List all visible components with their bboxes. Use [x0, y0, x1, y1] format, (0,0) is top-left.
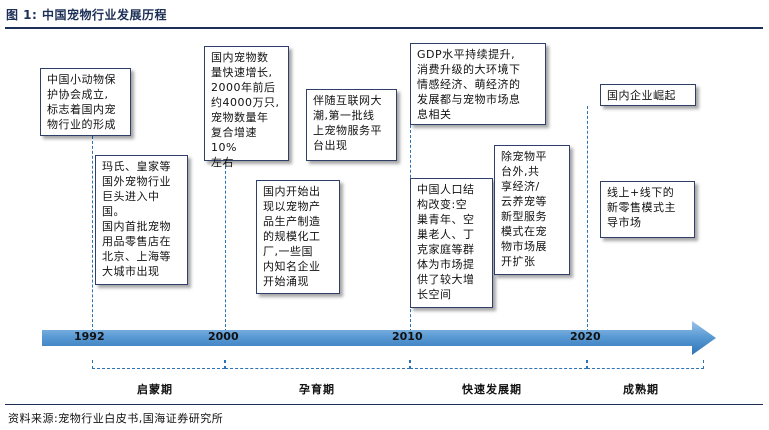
phase-bracket-2: [225, 360, 410, 369]
phase-label-2: 孕育期: [299, 383, 335, 396]
timeline-arrow: [42, 321, 716, 355]
event-box-5: 伴随互联网大 潮,第一批线 上宠物服务平 台出现: [306, 89, 397, 161]
figure-title: 图 1: 中国宠物行业发展历程: [6, 8, 168, 22]
phase-label-1: 启蒙期: [137, 383, 173, 396]
year-label-2000: 2000: [208, 330, 239, 343]
connector-2020: [587, 106, 588, 332]
year-label-2010: 2010: [392, 330, 423, 343]
phase-bracket-4: [587, 360, 704, 369]
phase-bracket-1: [92, 360, 225, 369]
event-box-10: 线上+线下的 新零售模式主 导市场: [600, 181, 695, 238]
timeline-arrow-shape: [42, 321, 716, 355]
event-box-9: 国内企业崛起: [600, 84, 696, 106]
bottom-rule: [5, 404, 763, 405]
top-rule: [5, 27, 763, 29]
phase-label-4: 成熟期: [623, 383, 659, 396]
event-box-2: 玛氏、皇家等 国外宠物行业 巨头进入中国。 国内首批宠物 用品零售店在 北京、上…: [95, 155, 188, 285]
event-box-4: 国内开始出 现以宠物产 品生产制造 的规模化工 厂,一些国 内知名企业 开始涌现: [256, 180, 340, 294]
year-label-1992: 1992: [74, 330, 105, 343]
event-box-1: 中国小动物保 护协会成立, 标志着国内宠 物行业的形成: [40, 68, 131, 136]
connector-2000: [225, 161, 226, 332]
event-box-6: GDP水平持续提升, 消费升级的大环境下 情感经济、萌经济的 发展都与宠物市场息…: [410, 43, 546, 125]
event-box-7: 中国人口结 构改变:空 巢青年、空 巢老人、丁 克家庭等群 体为市场提 供了较大…: [410, 178, 493, 308]
event-box-8: 除宠物平 台外,共 享经济/ 云养宠等 新型服务 模式在宠 物市场展 开扩张: [494, 145, 570, 275]
phase-label-3: 快速发展期: [462, 383, 522, 396]
event-box-3: 国内宠物数 量快速增长, 2000年前后 约4000万只, 宠物数量年 复合增速…: [204, 46, 289, 169]
source-note: 资料来源:宠物行业白皮书,国海证券研究所: [8, 412, 224, 425]
year-label-2020: 2020: [570, 330, 601, 343]
phase-bracket-3: [410, 360, 587, 369]
connector-1992: [92, 136, 93, 332]
